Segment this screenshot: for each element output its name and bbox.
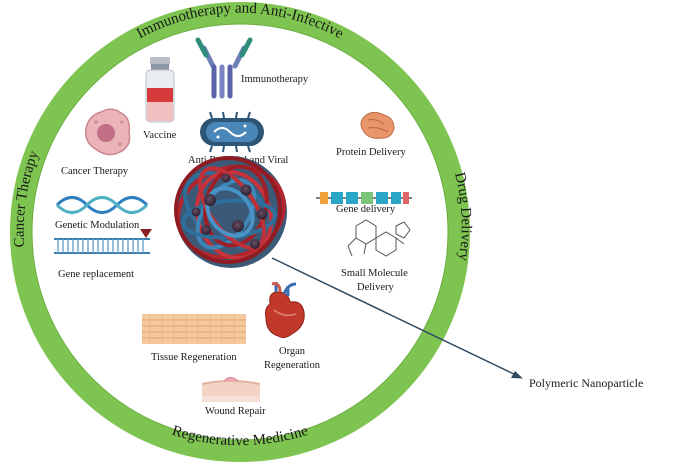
label-protein-delivery: Protein Delivery [336, 147, 406, 158]
polymeric-nanoparticle [174, 156, 287, 268]
gene-replacement-icon [54, 229, 152, 254]
protein-icon [360, 111, 395, 139]
tissue-icon [142, 314, 246, 344]
skin-wound-icon [201, 377, 261, 402]
gene-construct-icon [316, 192, 412, 204]
vaccine-vial-icon [145, 57, 175, 123]
label-immunotherapy: Immunotherapy [241, 74, 309, 85]
bacterium-icon [200, 111, 264, 153]
callout-arrow [271, 257, 523, 379]
label-cancer-therapy: Cancer Therapy [61, 166, 129, 177]
label-small-molecule-line1: Small Molecule [341, 268, 408, 279]
ring-title-left: Cancer Therapy [12, 148, 43, 248]
label-gene-delivery: Gene delivery [336, 204, 396, 215]
outer-ring [10, 2, 470, 462]
label-vaccine: Vaccine [143, 130, 177, 141]
dna-helix-icon [55, 196, 149, 214]
label-wound-repair: Wound Repair [205, 406, 266, 417]
label-tissue-regeneration: Tissue Regeneration [151, 352, 237, 363]
label-organ-line2: Regeneration [264, 360, 321, 371]
label-gene-replacement: Gene replacement [58, 269, 134, 280]
antibody-icon [195, 37, 253, 99]
label-genetic-modulation: Genetic Modulation [55, 220, 140, 231]
ring-inner-edge [31, 23, 449, 441]
label-polymeric-nanoparticle: Polymeric Nanoparticle [529, 376, 643, 390]
label-organ-line1: Organ [279, 346, 306, 357]
cancer-cell-icon [84, 108, 131, 156]
label-small-molecule-line2: Delivery [357, 282, 394, 293]
molecule-structure-icon [347, 219, 411, 257]
heart-icon [265, 282, 305, 339]
